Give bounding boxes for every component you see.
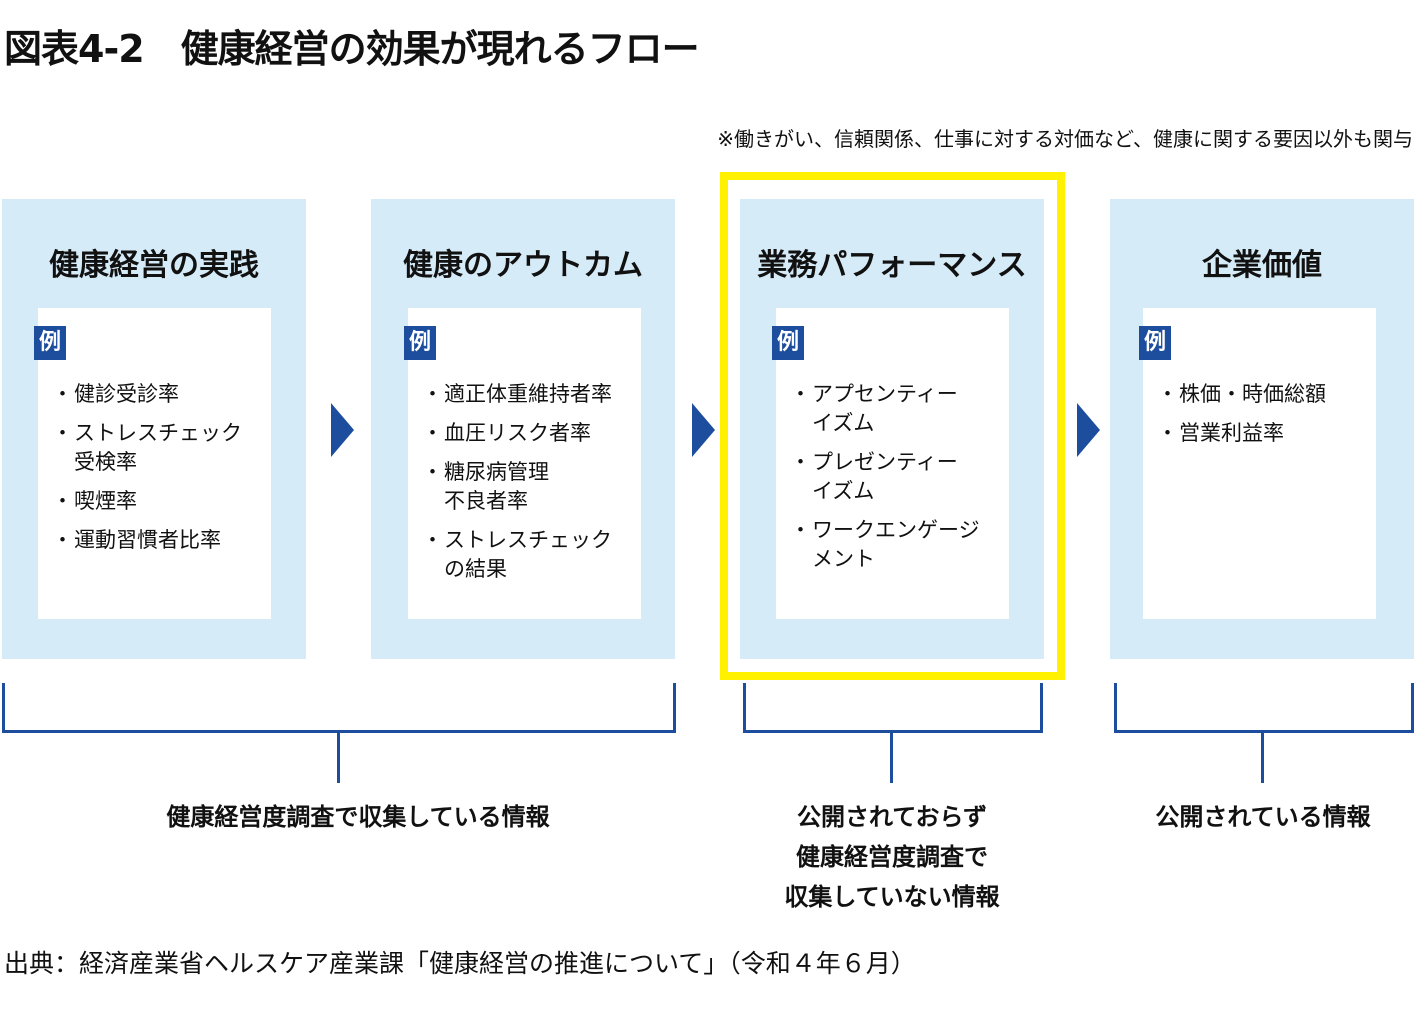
bracket-uncollected-info <box>743 683 1043 733</box>
examples-panel: 例 健診受診率 ストレスチェック 受検率 喫煙率 運動習慣者比率 <box>34 308 271 619</box>
examples-panel: 例 アプセンティー イズム プレゼンティー イズム ワークエンゲージ メント <box>772 308 1009 619</box>
example-list: 健診受診率 ストレスチェック 受検率 喫煙率 運動習慣者比率 <box>52 380 267 565</box>
list-item: ストレスチェック の結果 <box>422 526 637 584</box>
example-badge: 例 <box>772 326 804 360</box>
list-item: ストレスチェック 受検率 <box>52 419 267 477</box>
stage-title: 企業価値 <box>1202 248 1322 283</box>
example-badge: 例 <box>1139 326 1171 360</box>
list-item: 営業利益率 <box>1157 419 1372 448</box>
stage-health-management-practice: 健康経営の実践 例 健診受診率 ストレスチェック 受検率 喫煙率 運動習慣者比率 <box>2 199 306 659</box>
stage-title: 健康経営の実践 <box>49 248 259 283</box>
bracket-public-info <box>1114 683 1414 733</box>
stage-work-performance: 業務パフォーマンス 例 アプセンティー イズム プレゼンティー イズム ワークエ… <box>740 199 1044 659</box>
list-item: 株価・時価総額 <box>1157 380 1372 409</box>
highlight-frame <box>720 172 1065 680</box>
stage-title: 業務パフォーマンス <box>757 248 1027 283</box>
list-item: 運動習慣者比率 <box>52 526 267 555</box>
bracket-collected-info <box>2 683 676 733</box>
list-item: 適正体重維持者率 <box>422 380 637 409</box>
arrow-right-icon <box>1077 403 1100 457</box>
figure-title: 図表4-2 健康経営の効果が現れるフロー <box>4 27 700 71</box>
list-item: 血圧リスク者率 <box>422 419 637 448</box>
source-citation: 出典：経済産業省ヘルスケア産業課「健康経営の推進について」（令和４年６月） <box>4 949 916 978</box>
examples-panel: 例 株価・時価総額 営業利益率 <box>1139 308 1376 619</box>
stage-health-outcome: 健康のアウトカム 例 適正体重維持者率 血圧リスク者率 糖尿病管理 不良者率 ス… <box>371 199 675 659</box>
list-item: 喫煙率 <box>52 487 267 516</box>
group-label-public: 公開されている情報 <box>1155 803 1371 831</box>
arrow-right-icon <box>331 403 354 457</box>
group-label-collected: 健康経営度調査で収集している情報 <box>166 803 550 831</box>
examples-panel: 例 適正体重維持者率 血圧リスク者率 糖尿病管理 不良者率 ストレスチェック の… <box>404 308 641 619</box>
list-item: アプセンティー イズム <box>790 380 1005 438</box>
footnote-note: ※働きがい、信頼関係、仕事に対する対価など、健康に関する要因以外も関与 <box>717 127 1413 151</box>
bracket-stem <box>337 733 340 783</box>
group-label-uncollected: 公開されておらず 健康経営度調査で 収集していない情報 <box>784 803 1000 911</box>
example-list: アプセンティー イズム プレゼンティー イズム ワークエンゲージ メント <box>790 380 1005 584</box>
example-list: 適正体重維持者率 血圧リスク者率 糖尿病管理 不良者率 ストレスチェック の結果 <box>422 380 637 594</box>
bracket-stem <box>890 733 893 783</box>
stage-corporate-value: 企業価値 例 株価・時価総額 営業利益率 <box>1110 199 1414 659</box>
list-item: 健診受診率 <box>52 380 267 409</box>
list-item: ワークエンゲージ メント <box>790 516 1005 574</box>
arrow-right-icon <box>692 403 715 457</box>
bracket-stem <box>1261 733 1264 783</box>
example-badge: 例 <box>34 326 66 360</box>
stage-title: 健康のアウトカム <box>403 248 643 283</box>
example-list: 株価・時価総額 営業利益率 <box>1157 380 1372 458</box>
list-item: プレゼンティー イズム <box>790 448 1005 506</box>
list-item: 糖尿病管理 不良者率 <box>422 458 637 516</box>
example-badge: 例 <box>404 326 436 360</box>
